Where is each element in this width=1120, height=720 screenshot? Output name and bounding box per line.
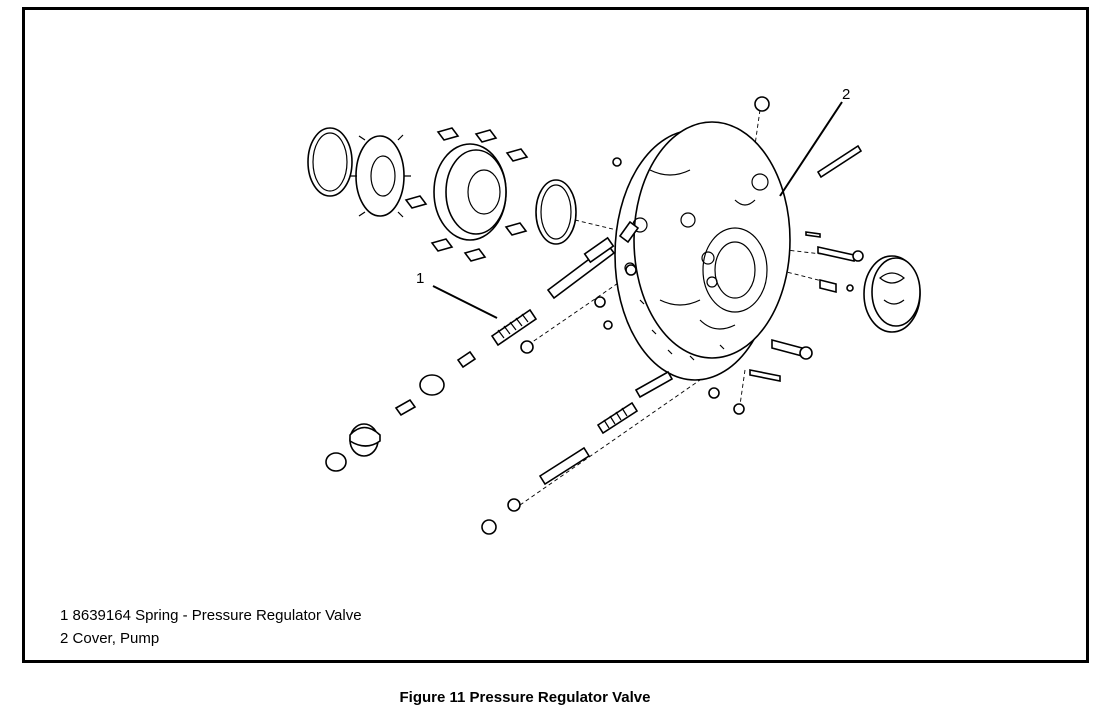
figure-caption: Figure 11 Pressure Regulator Valve [399,689,651,706]
o-ring-small [535,179,577,245]
leader-line-2 [779,101,843,197]
legend-number: 2 [60,630,69,647]
pump-cover [614,121,791,381]
legend-text: Cover, Pump [72,630,160,647]
regulator-valve-train [325,220,640,472]
pump-rotor [350,134,411,218]
o-ring-large [307,127,353,197]
secondary-valve-train [481,370,674,535]
legend: 1 8639164 Spring - Pressure Regulator Va… [60,604,362,650]
slide-ring [433,143,507,241]
legend-item-2: 2 Cover, Pump [60,627,362,650]
callout-1: 1 [416,270,425,287]
leader-line-1 [432,285,498,319]
legend-number: 1 [60,607,69,624]
pump-vanes [404,127,529,262]
stator-plate [863,255,921,333]
callout-2: 2 [842,86,851,103]
cover-bolts [594,96,864,415]
legend-item-1: 1 8639164 Spring - Pressure Regulator Va… [60,604,362,627]
figure-frame [22,7,1089,663]
legend-text: 8639164 Spring - Pressure Regulator Valv… [72,607,362,624]
